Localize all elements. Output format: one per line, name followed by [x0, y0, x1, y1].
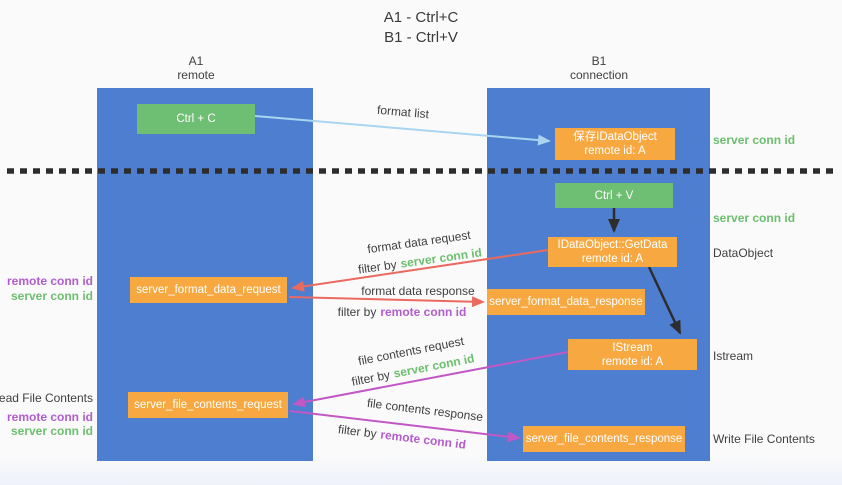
- column-a1-subtitle: remote: [177, 68, 215, 82]
- title-line-1: A1 - Ctrl+C: [383, 9, 459, 26]
- left-remote-conn-id-label-2: remote conn id: [6, 410, 93, 424]
- title-line-2: B1 - Ctrl+V: [384, 29, 458, 46]
- node-istream-line1: IStream: [612, 341, 653, 354]
- file-contents-response-text: file contents response: [366, 395, 484, 425]
- format-data-response-text: format data response: [361, 284, 475, 298]
- right-server-conn-id-label-2: server conn id: [713, 211, 796, 225]
- node-ctrl-v-label: Ctrl + V: [594, 189, 634, 202]
- format-data-response-label: format data response: [361, 284, 474, 298]
- column-header-a1: A1 remote: [126, 54, 266, 82]
- filter-by-text: filter by: [337, 422, 378, 441]
- node-save-idataobject-line2: remote id: A: [584, 145, 646, 157]
- node-idataobject-getdata: IDataObject::GetData remote id: A: [548, 237, 677, 267]
- node-ctrl-v: Ctrl + V: [555, 183, 673, 208]
- istream-label: Istream: [713, 349, 754, 363]
- file-contents-response-label: file contents response: [366, 396, 484, 424]
- read-file-contents-label: Read File Contents: [0, 391, 93, 405]
- node-istream-line2: remote id: A: [601, 355, 664, 368]
- format-list-text: format list: [376, 102, 430, 122]
- column-b1-id: B1: [591, 54, 607, 68]
- node-server-format-data-response: server_format_data_response: [487, 289, 645, 315]
- node-file-response-label: server_file_contents_response: [525, 433, 683, 445]
- filter-by-text: filter by: [357, 257, 398, 277]
- format-list-label: format list: [376, 103, 429, 121]
- dataobject-label: DataObject: [713, 246, 774, 260]
- node-ctrl-c-label: Ctrl + C: [176, 113, 216, 125]
- node-istream: IStream remote id: A: [568, 339, 697, 370]
- left-server-conn-id-label-2: server conn id: [10, 424, 93, 438]
- left-server-conn-id-label-1: server conn id: [10, 289, 93, 303]
- right-server-conn-id-label-1: server conn id: [713, 133, 796, 147]
- node-ctrl-c: Ctrl + C: [137, 104, 255, 134]
- column-a1-id: A1: [188, 54, 204, 68]
- node-save-idataobject-line1: 保存IDataObject: [573, 131, 657, 143]
- remote-conn-id-key: remote conn id: [380, 305, 467, 319]
- node-server-file-contents-response: server_file_contents_response: [523, 426, 685, 452]
- write-file-contents-label: Write File Contents: [713, 432, 815, 446]
- node-save-idataobject: 保存IDataObject remote id: A: [555, 128, 675, 160]
- diagram-title: A1 - Ctrl+C B1 - Ctrl+V: [0, 8, 842, 48]
- left-remote-conn-id-label-1: remote conn id: [6, 274, 93, 288]
- node-server-file-contents-request: server_file_contents_request: [128, 392, 288, 418]
- filter-by-text: filter by: [350, 367, 392, 389]
- node-format-request-label: server_format_data_request: [136, 284, 281, 296]
- node-getdata-line2: remote id: A: [581, 253, 644, 265]
- column-header-b1: B1 connection: [529, 54, 669, 82]
- node-file-request-label: server_file_contents_request: [134, 399, 282, 411]
- column-b1-subtitle: connection: [569, 68, 629, 82]
- node-getdata-line1: IDataObject::GetData: [557, 239, 668, 251]
- node-format-response-label: server_format_data_response: [489, 296, 643, 308]
- filter-by-text: filter by: [337, 305, 377, 319]
- node-server-format-data-request: server_format_data_request: [130, 277, 287, 303]
- remote-conn-id-key: remote conn id: [379, 427, 467, 452]
